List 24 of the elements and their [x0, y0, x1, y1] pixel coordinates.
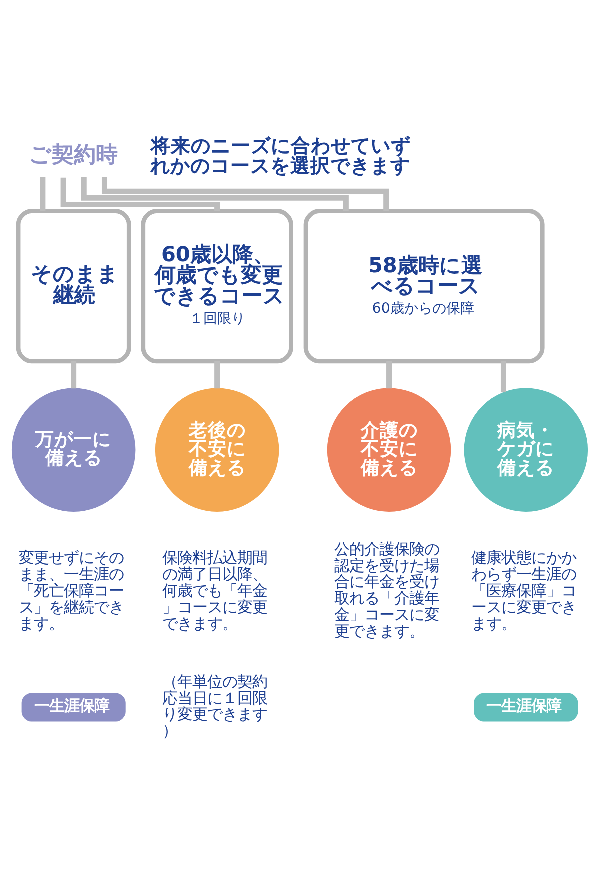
connector [60, 178, 220, 212]
connector [102, 177, 390, 212]
connector [81, 177, 349, 212]
node-label: 公的介護保険の認定を受けた場合に年金を受け取れる「介護年金」コースに変更できます。 [334, 540, 440, 641]
connector [500, 362, 506, 393]
node-label: 保険料払込期間の満了日以降、何歳でも「年金」コースに変更できます。 [162, 549, 268, 633]
node-text: ご契約時 [28, 143, 118, 168]
connector [40, 178, 46, 212]
connector [71, 362, 77, 389]
connector [386, 362, 392, 389]
node-circle: 老後の不安に備える [155, 388, 280, 512]
node-label: 健康状態にかかわらず一生涯の「医療保障」コースに変更できます。 [471, 549, 576, 633]
node-box: そのまま継続 [16, 209, 132, 364]
node-label: 変更せずにそのまま、一生涯の「死亡保障コース」を継続できます。 [19, 549, 124, 633]
node-circle: 病気・ケガに備える [464, 388, 588, 512]
node-box: 一生涯保障 [22, 693, 126, 722]
node-circle: 介護の不安に備える [327, 388, 452, 512]
connector [214, 362, 220, 389]
node-label: （年単位の契約応当日に１回限り変更できます） [162, 672, 268, 740]
node-box: 一生涯保障 [474, 693, 578, 722]
node-circle: 万が一に備える [12, 388, 136, 512]
label: 将来のニーズに合わせていずれかのコースを選択できます [150, 134, 412, 178]
node-box: 58歳時に選べるコース 60歳からの保障 [304, 209, 545, 364]
node-box: 60歳以降、何歳でも変更できるコース １回限り [141, 209, 294, 364]
